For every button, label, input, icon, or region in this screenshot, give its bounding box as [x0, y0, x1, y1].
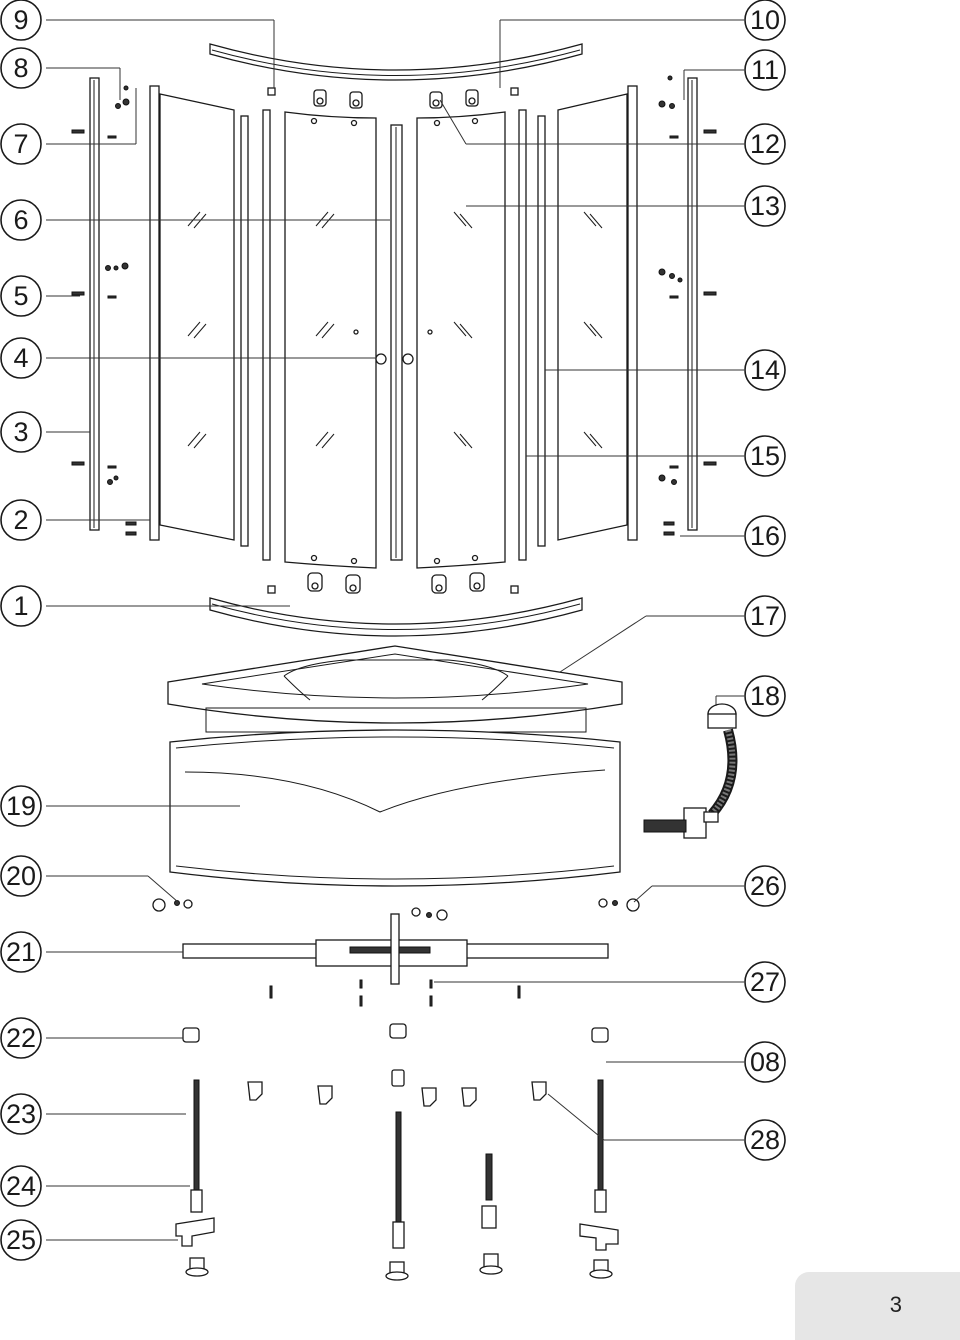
svg-text:22: 22: [6, 1023, 36, 1053]
callout-24: 24: [0, 1165, 42, 1207]
seal-strip-left-1: [240, 115, 249, 547]
svg-text:13: 13: [750, 191, 780, 221]
callout-6: 6: [0, 199, 42, 241]
callout-3: 3: [0, 411, 42, 453]
callout-17: 17: [744, 595, 786, 637]
callout-21: 21: [0, 931, 42, 973]
handle-right-icon: [402, 353, 414, 365]
top-rollers: [313, 89, 479, 109]
callout-27: 27: [744, 961, 786, 1003]
callout-5: 5: [0, 275, 42, 317]
callout-7: 7: [0, 123, 42, 165]
callout-20: 20: [0, 855, 42, 897]
right-panel-frame: [627, 85, 638, 541]
callout-23: 23: [0, 1093, 42, 1135]
svg-text:9: 9: [13, 5, 28, 35]
support-frame: [182, 913, 609, 985]
svg-text:17: 17: [750, 601, 780, 631]
callout-1: 1: [0, 585, 42, 627]
svg-text:3: 3: [13, 417, 28, 447]
page-number: 3: [889, 1292, 902, 1317]
callout-15: 15: [744, 435, 786, 477]
svg-text:11: 11: [751, 55, 779, 85]
right-fixed-glass: [557, 93, 628, 541]
svg-text:08: 08: [750, 1047, 780, 1077]
leader-lines: [46, 19, 744, 1241]
glass-reflection-marks: [187, 211, 603, 449]
callout-28: 28: [744, 1119, 786, 1161]
svg-text:18: 18: [750, 681, 780, 711]
svg-text:24: 24: [6, 1171, 36, 1201]
svg-text:20: 20: [6, 861, 36, 891]
svg-text:2: 2: [13, 505, 28, 535]
bottom-rail: [209, 597, 583, 637]
svg-text:10: 10: [750, 5, 780, 35]
callout-16: 16: [744, 515, 786, 557]
svg-text:4: 4: [13, 343, 28, 373]
svg-text:5: 5: [13, 281, 28, 311]
callout-14: 14: [744, 349, 786, 391]
svg-text:6: 6: [13, 205, 28, 235]
svg-text:19: 19: [6, 791, 36, 821]
svg-text:23: 23: [6, 1099, 36, 1129]
svg-text:8: 8: [13, 53, 28, 83]
screws-left: [71, 85, 137, 536]
seal-strip-right-2: [537, 115, 546, 547]
svg-text:7: 7: [13, 129, 28, 159]
top-rail: [209, 43, 583, 81]
svg-text:21: 21: [6, 937, 36, 967]
callout-13: 13: [744, 185, 786, 227]
rail-brackets: [267, 87, 519, 594]
svg-text:26: 26: [750, 871, 780, 901]
legs: [175, 1023, 619, 1281]
callout-18: 18: [744, 675, 786, 717]
callout-4: 4: [0, 337, 42, 379]
door-holes: [310, 117, 479, 565]
seal-strip-left-2: [262, 109, 271, 561]
svg-text:12: 12: [750, 129, 780, 159]
callout-2: 2: [0, 499, 42, 541]
right-sliding-door: [416, 111, 506, 569]
left-panel-frame: [149, 85, 160, 541]
svg-text:14: 14: [750, 355, 780, 385]
callout-11: 11: [744, 49, 786, 91]
callout-8: 8: [0, 47, 42, 89]
svg-text:25: 25: [6, 1225, 36, 1255]
callout-9: 9: [0, 0, 42, 41]
seal-strip-right-1: [518, 109, 527, 561]
callout-08: 08: [744, 1041, 786, 1083]
svg-text:27: 27: [750, 967, 780, 997]
shower-tray: [167, 645, 623, 724]
drain-assembly: [643, 703, 738, 839]
svg-text:16: 16: [750, 521, 780, 551]
apron-fixings: [152, 898, 640, 921]
left-sliding-door: [284, 111, 377, 569]
callout-22: 22: [0, 1017, 42, 1059]
left-fixed-glass: [159, 93, 235, 541]
svg-text:15: 15: [750, 441, 780, 471]
callout-12: 12: [744, 123, 786, 165]
clips: [247, 1081, 547, 1107]
handle-left-icon: [375, 353, 387, 365]
callout-26: 26: [744, 865, 786, 907]
svg-text:28: 28: [750, 1125, 780, 1155]
bottom-rollers: [307, 572, 485, 594]
front-apron: [169, 729, 621, 887]
page-tab: [795, 1272, 960, 1340]
callout-10: 10: [744, 0, 786, 41]
callout-25: 25: [0, 1219, 42, 1261]
pins: [269, 979, 521, 1007]
callout-19: 19: [0, 785, 42, 827]
svg-text:1: 1: [13, 591, 28, 621]
screws-right: [658, 75, 717, 536]
